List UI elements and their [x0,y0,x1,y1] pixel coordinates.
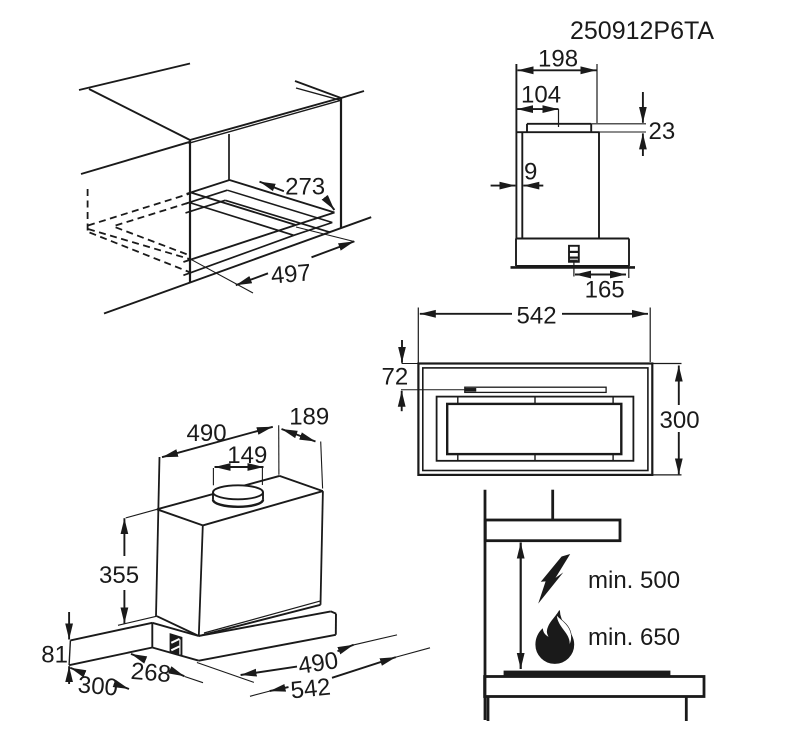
svg-text:165: 165 [585,277,625,304]
svg-text:9: 9 [524,159,537,186]
svg-text:542: 542 [289,673,332,704]
svg-text:542: 542 [517,303,557,330]
svg-text:250912P6TA: 250912P6TA [570,17,714,45]
svg-text:300: 300 [660,407,700,434]
svg-text:300: 300 [77,671,119,701]
svg-text:497: 497 [270,259,312,289]
svg-text:min. 650: min. 650 [588,624,680,651]
svg-text:23: 23 [649,118,676,145]
svg-text:490: 490 [187,420,227,447]
svg-text:198: 198 [538,46,578,73]
svg-text:268: 268 [130,658,172,688]
svg-text:72: 72 [382,364,409,391]
svg-text:149: 149 [227,442,267,469]
svg-text:81: 81 [41,642,68,669]
svg-text:189: 189 [289,404,329,431]
svg-text:104: 104 [521,82,561,109]
svg-text:273: 273 [285,174,325,201]
svg-text:490: 490 [296,647,340,680]
svg-text:min. 500: min. 500 [588,567,680,594]
svg-text:355: 355 [99,562,139,589]
